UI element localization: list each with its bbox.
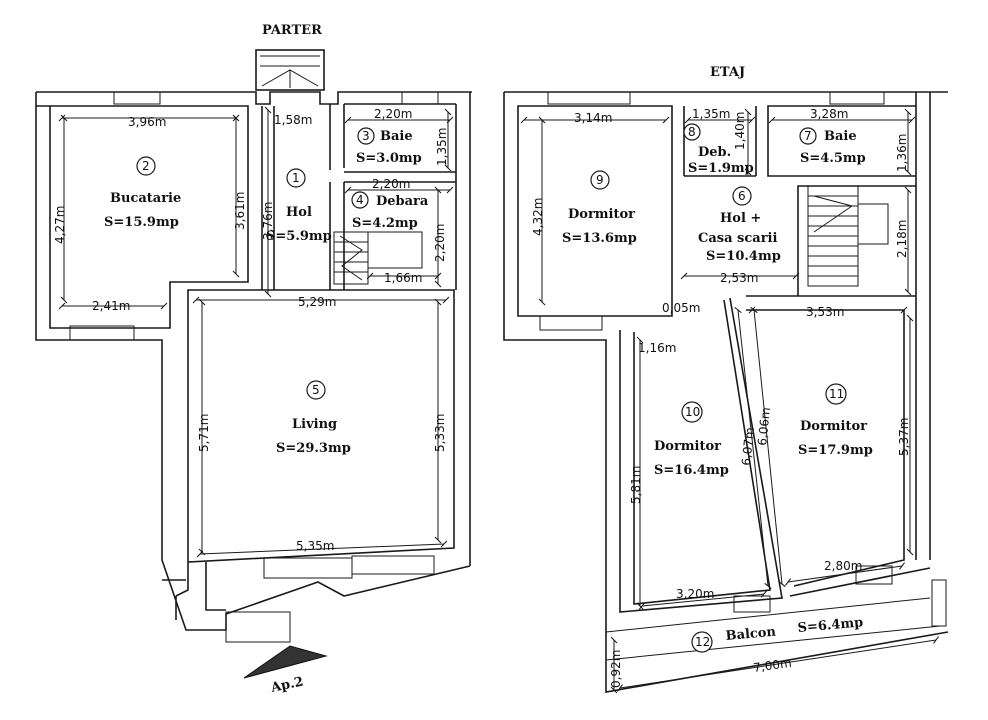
entrance-label: Ap.2 [269,674,305,696]
room-number-5: 5 [312,383,320,397]
room-number-3: 3 [362,129,370,143]
room-name-hol-plus: Hol + [720,211,761,226]
dim-3-14: 3,14m [574,111,612,125]
room-number-6: 6 [738,189,746,203]
dim-4-32: 4,32m [531,198,545,236]
ground-exterior-walls [35,91,472,631]
room-area-deb: S=1.9mp [688,161,754,176]
dim-3-28: 3,28m [810,107,848,121]
room-number-2: 2 [142,159,150,173]
room-name-living: Living [292,417,337,432]
room-area-baie-ground: S=3.0mp [356,151,422,166]
room-area-baie-upper: S=4.5mp [800,151,866,166]
room-name-hol: Hol [286,205,312,220]
upper-staircase [807,185,889,287]
dim-3-76: 3,76m [261,202,275,240]
room-number-12: 12 [695,635,710,649]
room-number-8: 8 [688,125,696,139]
dim-1-58: 1,58m [274,113,312,127]
dim-3-61: 3,61m [233,192,247,230]
upper-floor-title: ETAJ [710,65,745,80]
dim-6-07: 6,07m [739,427,757,467]
upper-exterior-walls [503,91,949,693]
room-area-bucatarie: S=15.9mp [104,215,179,230]
dim-6-06: 6,06m [755,407,773,447]
dim-3-96: 3,96m [128,115,166,129]
dim-2-20-a: 2,20m [374,107,412,121]
dim-7-00: 7,00m [752,656,792,675]
upper-floor-plan: ETAJ [503,65,949,694]
room-name-dormitor-9: Dormitor [568,207,635,222]
room-number-10: 10 [685,405,700,419]
room-name-baie-upper: Baie [824,129,857,144]
room-area-dormitor-9: S=13.6mp [562,231,637,246]
room-name-balcon: Balcon [725,625,777,644]
dim-2-18: 2,18m [895,220,909,258]
dim-5-37: 5,37m [897,418,911,456]
ground-floor-plan: PARTER [35,23,472,696]
dim-3-20: 3,20m [676,587,714,601]
ground-staircase [333,231,423,285]
ground-floor-title: PARTER [262,23,322,38]
room-number-9: 9 [596,173,604,187]
room-name-debara: Debara [376,194,429,209]
dim-2-20-c: 2,20m [433,224,447,262]
room-area-hol: S=5.9mp [266,229,332,244]
room-name-dormitor-10: Dormitor [654,439,721,454]
dim-1-40: 1,40m [733,112,747,150]
dim-5-29: 5,29m [298,295,336,309]
dim-2-53: 2,53m [720,271,758,285]
room-name-casa-scarii: Casa scarii [698,231,777,246]
room-area-debara: S=4.2mp [352,216,418,231]
dim-1-16: 1,16m [638,341,676,355]
dim-5-35: 5,35m [296,539,334,553]
room-name-bucatarie: Bucatarie [110,191,181,206]
dim-0-05: 0,05m [662,301,700,315]
room-name-baie-ground: Baie [380,129,413,144]
entrance-porch [255,49,325,91]
room-number-4: 4 [356,193,364,207]
dim-1-66: 1,66m [384,271,422,285]
room-area-hol-casa: S=10.4mp [706,249,781,264]
dim-5-71: 5,71m [197,414,211,452]
room-area-balcon: S=6.4mp [797,615,864,636]
dim-2-80: 2,80m [824,559,862,573]
ground-dimension-lines [58,106,454,558]
room-number-1: 1 [292,171,300,185]
room-area-living: S=29.3mp [276,441,351,456]
dim-3-53: 3,53m [806,305,844,319]
room-name-dormitor-11: Dormitor [800,419,867,434]
dim-1-35-b: 1,35m [692,107,730,121]
room-name-deb: Deb. [698,145,731,160]
room-number-11: 11 [829,387,844,401]
dim-2-20-b: 2,20m [372,177,410,191]
entrance-arrow [243,645,328,679]
dim-4-27: 4,27m [53,206,67,244]
dim-5-33: 5,33m [433,414,447,452]
dim-2-41: 2,41m [92,299,130,313]
dim-1-36: 1,36m [895,134,909,172]
room-number-7: 7 [804,129,812,143]
dim-1-35-a: 1,35m [435,128,449,166]
upper-dimension-lines [520,108,939,694]
dim-0-92: 0,92m [609,650,623,688]
room-area-dormitor-11: S=17.9mp [798,443,873,458]
room-area-dormitor-10: S=16.4mp [654,463,729,478]
dim-5-81: 5,81m [629,466,643,504]
